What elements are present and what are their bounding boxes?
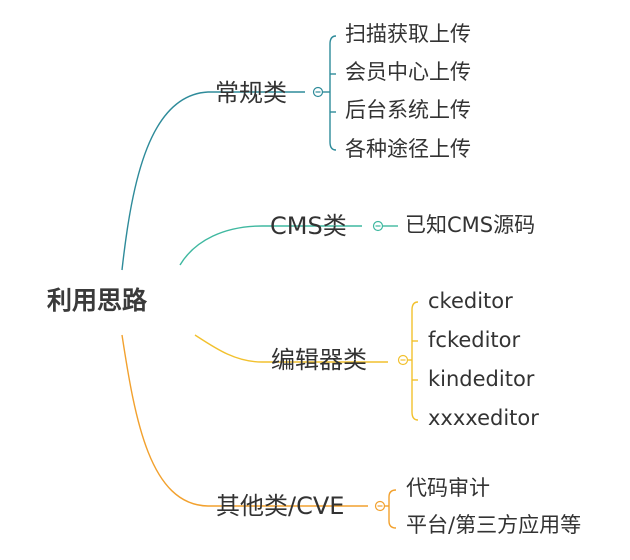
leaf-node[interactable]: 后台系统上传 <box>345 98 471 122</box>
connector-curve <box>121 334 368 507</box>
leaf-node[interactable]: 扫描获取上传 <box>345 22 471 46</box>
leaf-node[interactable]: fckeditor <box>428 328 521 352</box>
leaf-bracket <box>388 489 397 529</box>
branch-node-editor[interactable]: 编辑器类 <box>271 346 367 374</box>
leaf-node[interactable]: 平台/第三方应用等 <box>406 513 582 537</box>
leaf-node[interactable]: xxxxeditor <box>428 406 539 430</box>
branch-node-other-cve[interactable]: 其他类/CVE <box>216 492 345 520</box>
leaf-node[interactable]: 会员中心上传 <box>345 60 471 84</box>
leaf-node[interactable]: 代码审计 <box>406 476 490 500</box>
root-node[interactable]: 利用思路 <box>47 286 148 315</box>
leaf-node[interactable]: kindeditor <box>428 367 535 391</box>
leaf-bracket <box>329 35 337 151</box>
connector-curve <box>194 334 388 363</box>
leaf-node[interactable]: 已知CMS源码 <box>405 213 536 237</box>
connector-curve <box>179 225 362 266</box>
leaf-node[interactable]: 各种途径上传 <box>345 137 471 161</box>
leaf-node[interactable]: ckeditor <box>428 289 513 313</box>
branch-node-regular[interactable]: 常规类 <box>215 79 287 107</box>
connector-curve <box>121 91 305 271</box>
leaf-bracket <box>411 301 419 421</box>
branch-node-cms[interactable]: CMS类 <box>270 212 347 240</box>
